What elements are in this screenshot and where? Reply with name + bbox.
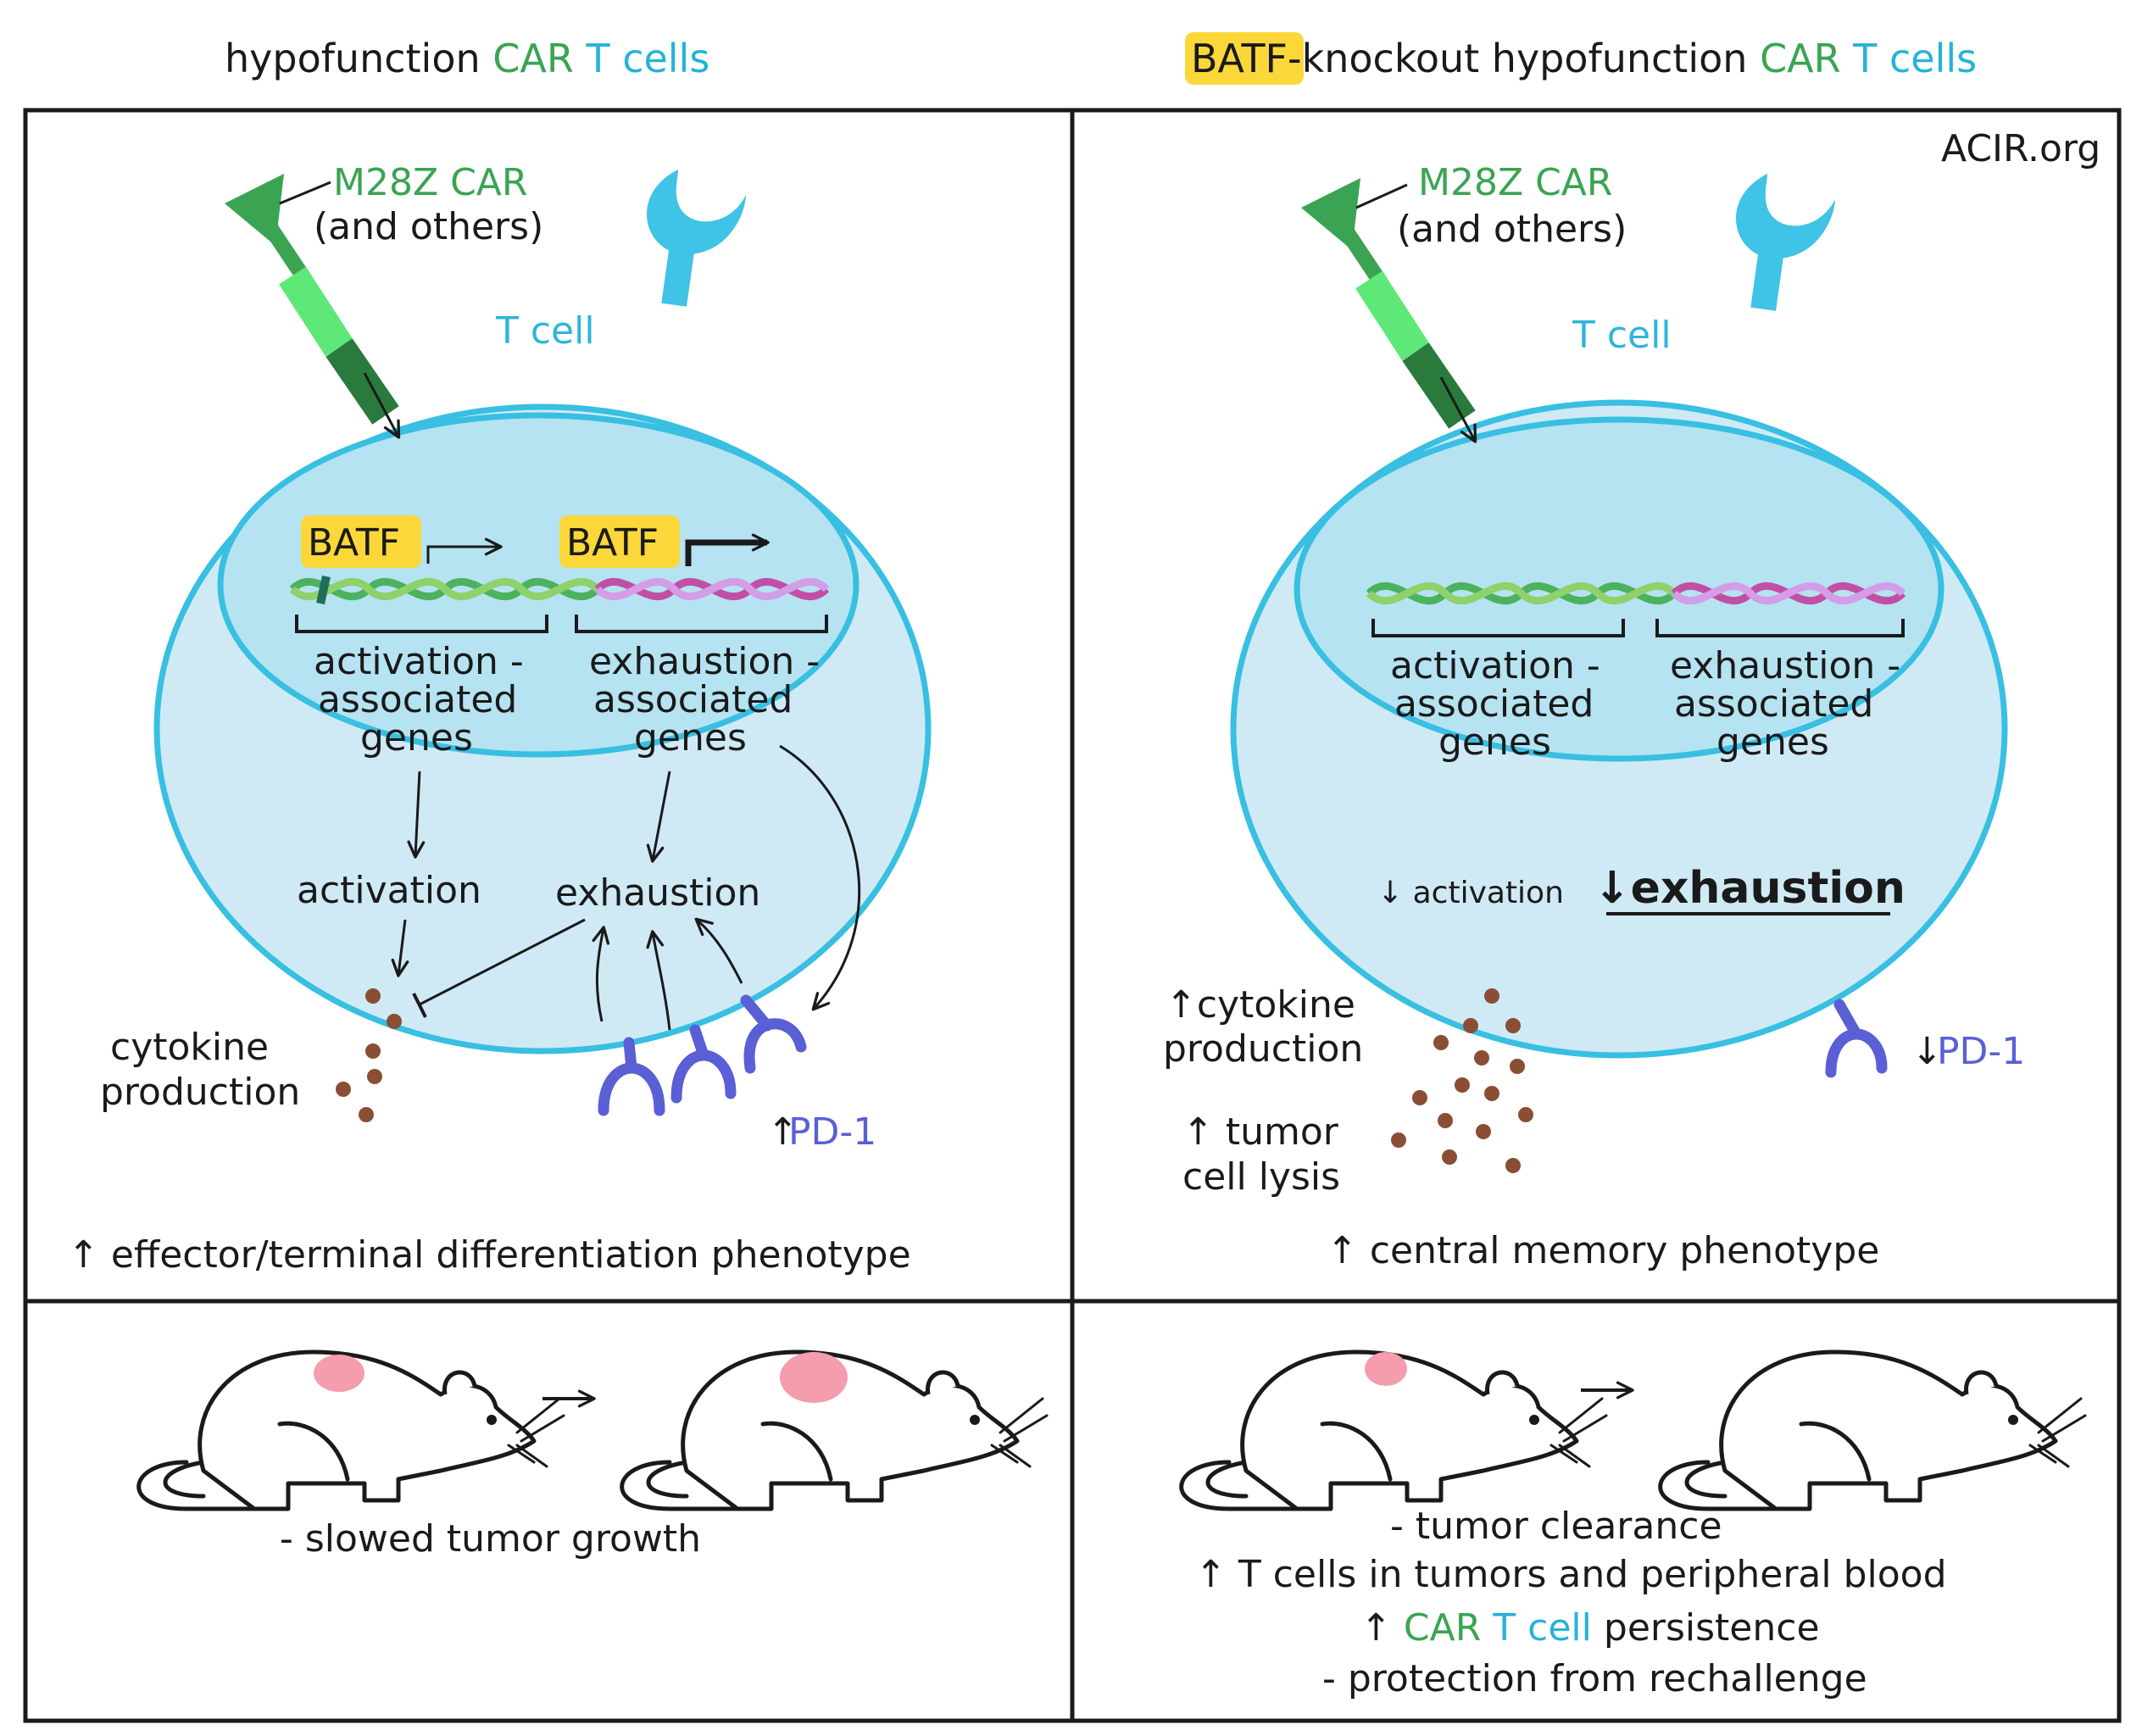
left-exhaustion: exhaustion (555, 871, 760, 915)
left-cytokine-dots (336, 988, 402, 1122)
left-genes-b-1: associated (593, 678, 793, 721)
right-genes-a-1: associated (1394, 682, 1594, 726)
credit: ACIR.org (1941, 127, 2100, 170)
left-batf1-highlight (301, 515, 421, 568)
right-outcome-4: - protection from rechallenge (1322, 1657, 1867, 1700)
left-mouse-after (622, 1352, 1047, 1509)
right-mouse-after (1661, 1352, 2085, 1509)
right-mouse-before (1182, 1352, 1606, 1509)
left-title: hypofunction CAR T cells (225, 36, 709, 81)
right-exhaustion: ↓exhaustion (1594, 863, 1906, 914)
right-pd1-label: PD-1 (1937, 1030, 2025, 1073)
right-tcr-icon (1735, 174, 1835, 311)
right-cytokine-1: production (1163, 1027, 1363, 1071)
right-outcome-3: ↑ CAR T cell persistence (1360, 1606, 1820, 1650)
left-cell-label: T cell (495, 309, 595, 353)
right-lysis-1: cell lysis (1182, 1155, 1340, 1199)
left-genes-a-0: activation - (314, 640, 524, 683)
left-mouse-before (139, 1352, 564, 1509)
right-phenotype: ↑ central memory phenotype (1327, 1229, 1879, 1272)
right-genes-b-2: genes (1716, 721, 1829, 764)
left-genes-b-0: exhaustion - (589, 640, 820, 683)
left-pd1-icon-3 (740, 994, 807, 1074)
right-genes-b-0: exhaustion - (1670, 644, 1900, 687)
left-pd1-icon-1 (598, 1037, 665, 1116)
right-pd1-icon (1825, 999, 1888, 1078)
left-activation: activation (297, 869, 481, 912)
left-car-sub: (and others) (314, 205, 543, 248)
right-cytokine-0: ↑cytokine (1166, 983, 1355, 1027)
left-car-label: M28Z CAR (333, 161, 527, 204)
right-car-label: M28Z CAR (1418, 161, 1612, 204)
left-car-icon (225, 174, 399, 425)
batf-title-highlight (1185, 32, 1304, 85)
right-pd1-arrow: ↓ (1911, 1030, 1943, 1073)
right-cytokine-dots (1391, 988, 1533, 1173)
left-cytokine-0: cytokine (110, 1026, 269, 1069)
right-genes-a-2: genes (1438, 721, 1551, 764)
left-outcome: - slowed tumor growth (280, 1517, 701, 1561)
right-dna (1366, 581, 1906, 605)
right-cell: T cell M28Z CAR (and others) activation … (1163, 161, 2025, 1272)
right-genes-a-0: activation - (1390, 644, 1600, 687)
left-cytokine-1: production (100, 1071, 300, 1114)
left-cell: T cell M28Z CAR (and others) BATF BATF (68, 161, 932, 1277)
left-batf2: BATF (566, 521, 659, 565)
panel-frame (23, 108, 2122, 1723)
left-pd1-arrow: ↑ (767, 1110, 798, 1154)
left-tcr-icon (646, 170, 746, 307)
right-car-icon (1301, 178, 1476, 429)
left-batf2-highlight (559, 515, 680, 568)
left-dna (289, 575, 830, 605)
right-title: BATF-knockout hypofunction CAR T cells (1191, 36, 1977, 81)
right-outcome-1: - tumor clearance (1390, 1505, 1722, 1548)
right-outcome-2: ↑ T cells in tumors and peripheral blood (1195, 1553, 1947, 1596)
left-genes-a-2: genes (360, 716, 473, 760)
left-pd1-label: PD-1 (788, 1110, 876, 1154)
left-batf1: BATF (308, 521, 400, 565)
right-activation: ↓ activation (1377, 876, 1564, 910)
left-genes-b-2: genes (634, 716, 747, 760)
left-phenotype: ↑ effector/terminal differentiation phen… (68, 1233, 911, 1277)
right-lysis-0: ↑ tumor (1182, 1110, 1339, 1154)
right-genes-b-1: associated (1674, 682, 1873, 726)
left-pd1-icon-2 (670, 1024, 737, 1104)
right-cell-label: T cell (1572, 314, 1672, 357)
right-car-sub: (and others) (1397, 208, 1627, 251)
left-genes-a-1: associated (318, 678, 517, 721)
